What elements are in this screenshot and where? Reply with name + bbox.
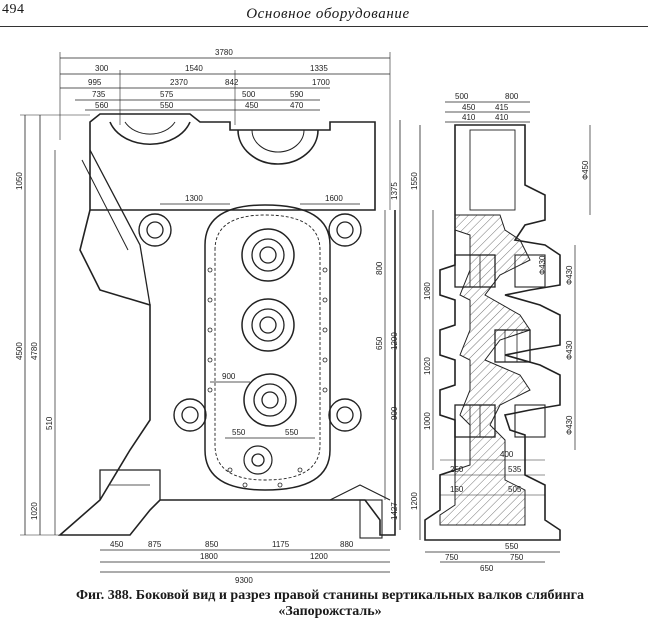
dim-sec-third-2: 410 — [495, 113, 509, 122]
dim-sec-left-3: 1020 — [423, 357, 432, 375]
dim-left-v-4: 510 — [45, 416, 54, 430]
dim-sec-bottom-1: 400 — [500, 450, 514, 459]
dim-sec-top-2: 800 — [505, 92, 519, 101]
dim-third-3: 500 — [242, 90, 256, 99]
dim-bottom-4: 1175 — [272, 540, 290, 549]
dim-sec-left-4: 1000 — [423, 412, 432, 430]
dim-second-1: 995 — [88, 78, 102, 87]
dim-fourth-2: 550 — [160, 101, 174, 110]
dim-sec-second-1: 450 — [462, 103, 476, 112]
dim-mid-4: 550 — [285, 428, 299, 437]
dim-bottom-1: 450 — [110, 540, 124, 549]
dim-sec-bottom-2: 250 — [450, 465, 464, 474]
dim-left-v-2: 4500 — [15, 342, 24, 360]
figure-caption: Фиг. 388. Боковой вид и разрез правой ст… — [40, 588, 620, 620]
running-head: Основное оборудование — [246, 6, 410, 22]
dim-bottom-3: 850 — [205, 540, 219, 549]
technical-drawing: 3780 300 1540 1335 995 2370 842 1700 735… — [0, 30, 648, 586]
dim-overall-top: 3780 — [215, 48, 233, 57]
dim-bottom-5: 880 — [340, 540, 354, 549]
dim-right-v-6: 1427 — [390, 502, 399, 520]
dim-right-v-5: 900 — [390, 406, 399, 420]
dim-sec-dia-5: Ф430 — [538, 255, 547, 275]
dim-mid-2: 1600 — [325, 194, 343, 203]
dim-sec-bottom-5: 505 — [508, 485, 522, 494]
dim-fourth-3: 450 — [245, 101, 259, 110]
dim-mid-5: 900 — [222, 372, 236, 381]
dim-third-2: 575 — [160, 90, 174, 99]
drawing-svg: 3780 300 1540 1335 995 2370 842 1700 735… — [15, 48, 591, 585]
dim-sec-dia-3: Ф430 — [565, 340, 574, 360]
dim-right-v-2: 800 — [375, 261, 384, 275]
dim-sec-second-2: 415 — [495, 103, 509, 112]
dim-sec-bottom-9: 550 — [505, 542, 519, 551]
dim-second-2: 2370 — [170, 78, 188, 87]
caption-line-1: Фиг. 388. Боковой вид и разрез правой ст… — [75, 588, 585, 603]
dim-right-v-3: 1200 — [390, 332, 399, 350]
dim-top-2: 1540 — [185, 64, 203, 73]
dim-top-3: 1335 — [310, 64, 328, 73]
dim-right-v-4: 650 — [375, 336, 384, 350]
dim-bottom-overall: 9300 — [235, 576, 253, 585]
dim-left-v-1: 1050 — [15, 172, 24, 190]
dim-second-3: 842 — [225, 78, 239, 87]
caption-line-2: «Запорожсталь» — [278, 604, 382, 619]
dim-bottom-2: 875 — [148, 540, 162, 549]
dim-sec-left-5: 1200 — [410, 492, 419, 510]
dim-sec-third-1: 410 — [462, 113, 476, 122]
dim-bottom2-1: 1800 — [200, 552, 218, 561]
dim-bottom2-2: 1200 — [310, 552, 328, 561]
side-view — [20, 52, 401, 573]
dim-sec-dia-1: Ф450 — [581, 160, 590, 180]
dim-right-v-1: 1375 — [390, 182, 399, 200]
dim-sec-bottom-3: 150 — [450, 485, 464, 494]
dim-sec-left-1: 1550 — [410, 172, 419, 190]
header-rule — [0, 26, 648, 27]
dim-sec-dia-4: Ф430 — [565, 415, 574, 435]
dim-mid-3: 550 — [232, 428, 246, 437]
dim-sec-left-2: 1080 — [423, 282, 432, 300]
dim-third-4: 590 — [290, 90, 304, 99]
dim-sec-top-1: 500 — [455, 92, 469, 101]
page-number: 494 — [2, 2, 25, 17]
dim-sec-dia-2: Ф430 — [565, 265, 574, 285]
dim-sec-bottom-8: 650 — [480, 564, 494, 573]
dim-sec-bottom-4: 535 — [508, 465, 522, 474]
dim-top-1: 300 — [95, 64, 109, 73]
dim-fourth-4: 470 — [290, 101, 304, 110]
dim-second-4: 1700 — [312, 78, 330, 87]
dim-left-v-3: 4780 — [30, 342, 39, 360]
dim-sec-bottom-7: 750 — [510, 553, 524, 562]
dim-mid-1: 1300 — [185, 194, 203, 203]
dim-left-v-5: 1020 — [30, 502, 39, 520]
dim-third-1: 735 — [92, 90, 106, 99]
dim-sec-bottom-6: 750 — [445, 553, 459, 562]
dim-fourth-1: 560 — [95, 101, 109, 110]
section-view — [419, 101, 591, 563]
